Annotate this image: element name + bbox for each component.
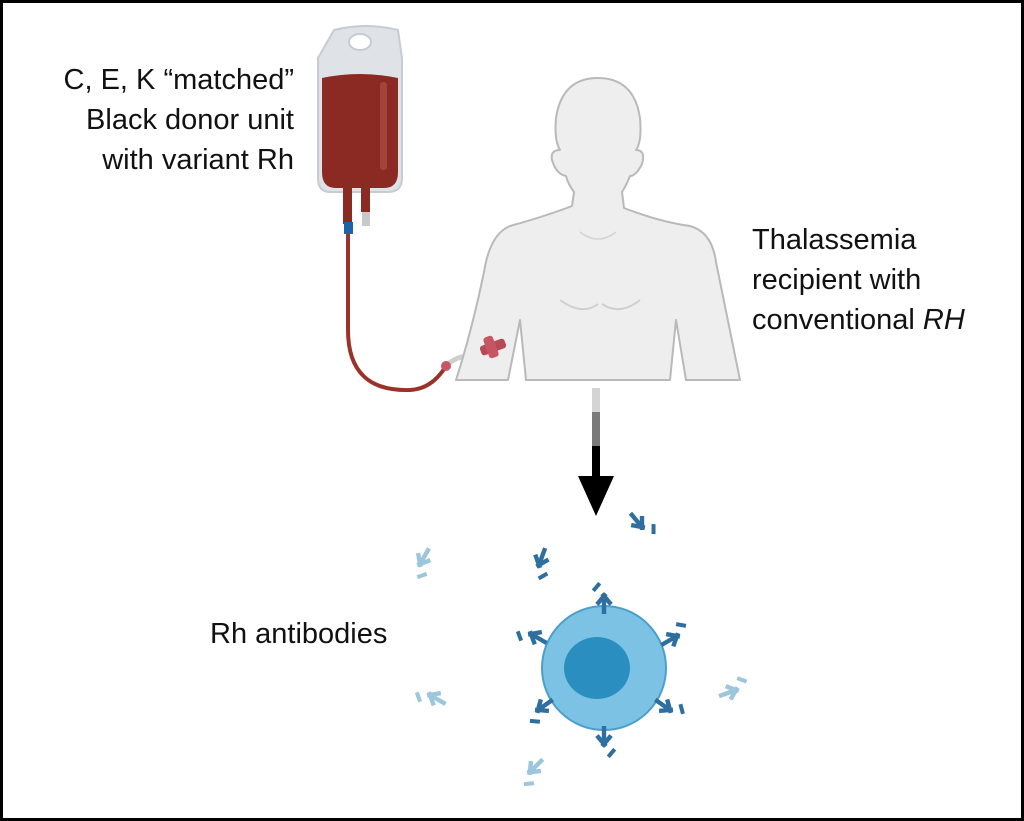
recipient-label-line-3: conventional RH <box>752 300 965 340</box>
recipient-label-line-3-prefix: conventional <box>752 304 923 336</box>
blood-bag-icon <box>317 25 403 234</box>
antibody-icon <box>405 544 440 583</box>
recipient-label: Thalassemia recipient with conventional … <box>752 220 965 340</box>
iv-tubing <box>346 234 448 393</box>
down-arrow-icon <box>578 388 614 516</box>
iv-catheter-icon <box>441 335 507 371</box>
antibody-icon <box>513 753 552 791</box>
antibodies-label: Rh antibodies <box>210 618 388 650</box>
donor-label-line-2: Black donor unit <box>86 104 294 136</box>
antibody-icon <box>595 726 617 759</box>
antibody-icon <box>714 673 753 705</box>
antibody-icon <box>411 680 450 715</box>
donor-unit-label: C, E, K “matched” Black donor unit with … <box>64 60 294 180</box>
human-silhouette-icon <box>455 77 741 381</box>
recipient-label-line-1: Thalassemia <box>752 224 917 256</box>
recipient-label-line-3-italic: RH <box>922 304 965 336</box>
donor-label-line-3: with variant Rh <box>102 144 294 176</box>
antibody-icon <box>525 545 557 583</box>
red-blood-cell-icon <box>541 605 667 731</box>
recipient-label-line-2: recipient with <box>752 264 922 296</box>
antibody-icon <box>623 505 661 544</box>
donor-label-line-1: C, E, K “matched” <box>63 64 294 96</box>
